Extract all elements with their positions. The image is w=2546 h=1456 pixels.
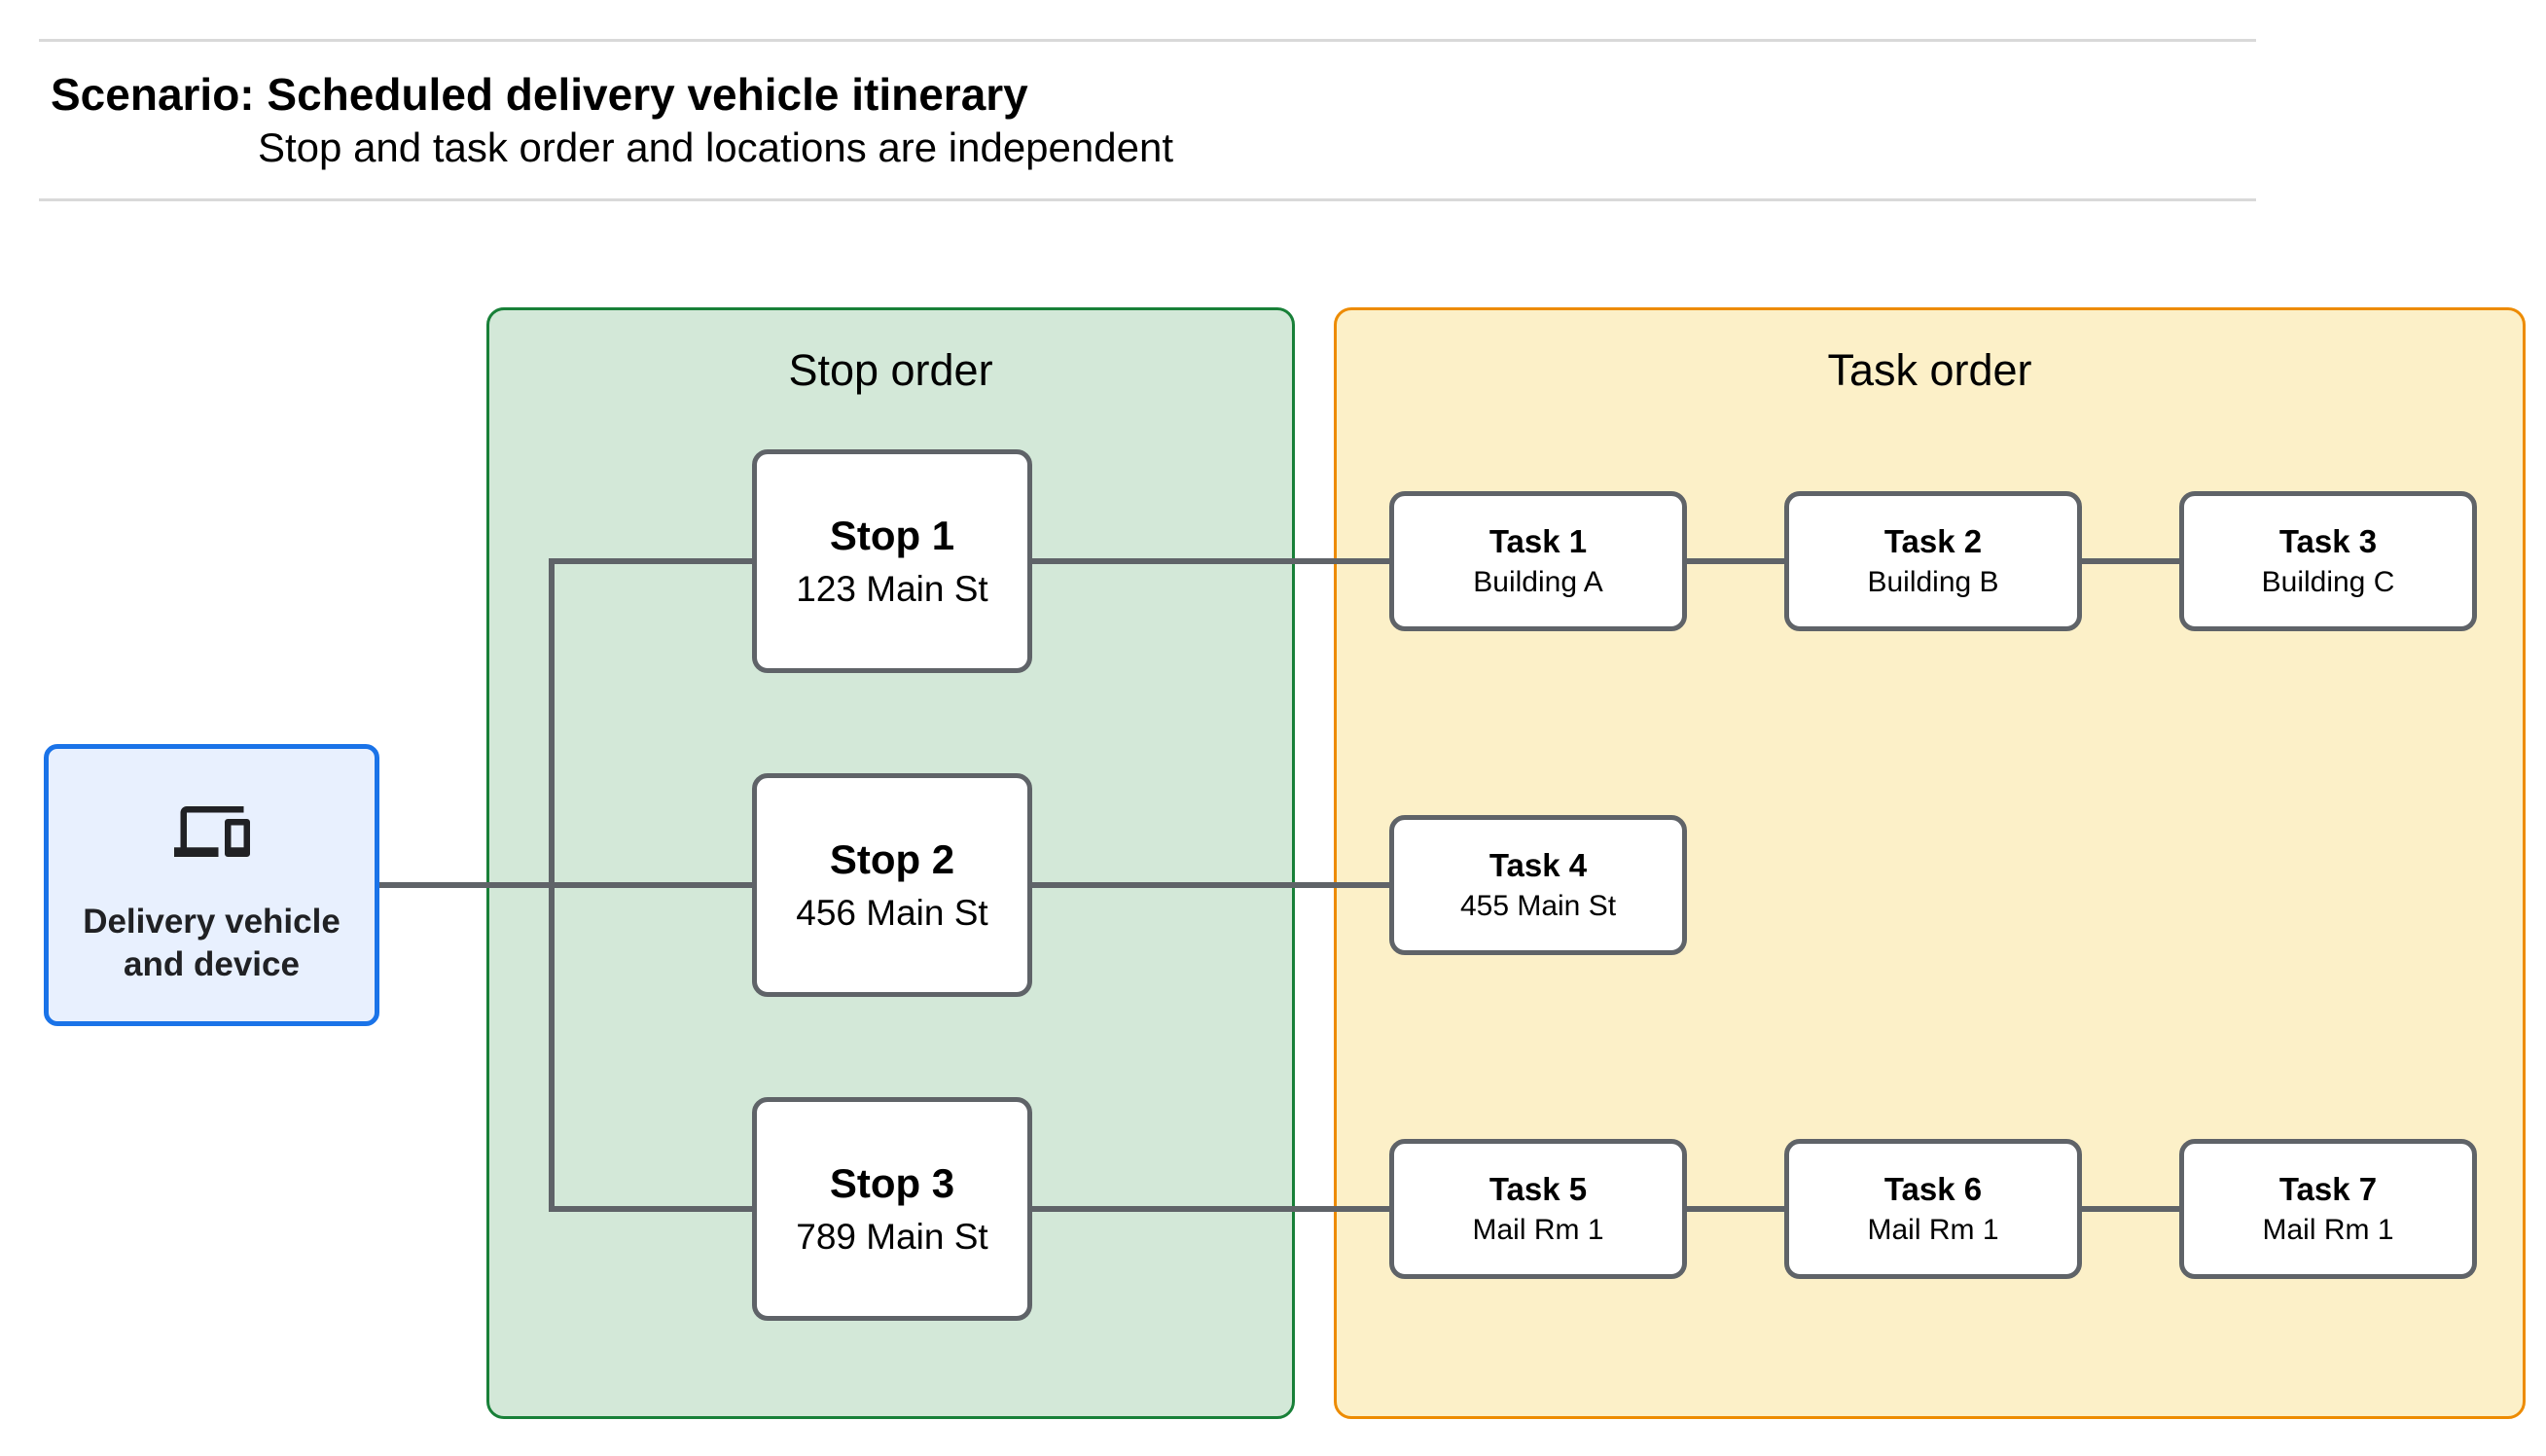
stop-3-address: 789 Main St xyxy=(796,1217,988,1257)
task-1-node: Task 1 Building A xyxy=(1389,491,1687,631)
task-1-title: Task 1 xyxy=(1488,523,1588,559)
task-order-panel: Task order Task 1 Building A Task 2 Buil… xyxy=(1334,307,2526,1419)
task-5-title: Task 5 xyxy=(1488,1171,1588,1207)
stop-order-panel: Stop order Stop 1 123 Main St Stop 2 456… xyxy=(486,307,1295,1419)
task-2-location: Building B xyxy=(1867,566,1999,598)
connector-source-to-stop2 xyxy=(379,882,752,888)
stop-2-node: Stop 2 456 Main St xyxy=(752,773,1032,997)
task-2-title: Task 2 xyxy=(1883,523,1983,559)
connector-task6-task7 xyxy=(2082,1206,2179,1212)
task-5-node: Task 5 Mail Rm 1 xyxy=(1389,1139,1687,1279)
stop-2-title: Stop 2 xyxy=(829,836,955,882)
connector-task5-task6 xyxy=(1687,1206,1784,1212)
connector-stop1-task1 xyxy=(1032,558,1389,564)
delivery-vehicle-node: Delivery vehicle and device xyxy=(44,744,379,1026)
task-6-title: Task 6 xyxy=(1883,1171,1983,1207)
delivery-vehicle-label: Delivery vehicle and device xyxy=(83,903,341,983)
task-4-node: Task 4 455 Main St xyxy=(1389,815,1687,955)
task-6-location: Mail Rm 1 xyxy=(1867,1214,1999,1246)
task-3-location: Building C xyxy=(2261,566,2395,598)
task-2-node: Task 2 Building B xyxy=(1784,491,2082,631)
task-7-title: Task 7 xyxy=(2278,1171,2378,1207)
connector-stop2-task4 xyxy=(1032,882,1389,888)
task-order-panel-title: Task order xyxy=(1827,345,2032,395)
page-title: Scenario: Scheduled delivery vehicle iti… xyxy=(51,69,1028,120)
task-3-title: Task 3 xyxy=(2278,523,2378,559)
stop-3-node: Stop 3 789 Main St xyxy=(752,1097,1032,1321)
page-subtitle: Stop and task order and locations are in… xyxy=(258,124,1174,170)
stop-1-title: Stop 1 xyxy=(829,513,955,558)
task-4-title: Task 4 xyxy=(1488,847,1588,883)
header-divider-top xyxy=(39,39,2256,42)
connector-task2-task3 xyxy=(2082,558,2179,564)
header-divider-bottom xyxy=(39,198,2256,201)
task-4-location: 455 Main St xyxy=(1459,890,1617,922)
stop-1-node: Stop 1 123 Main St xyxy=(752,449,1032,673)
connector-trunk-vertical xyxy=(549,558,555,1212)
stop-3-title: Stop 3 xyxy=(829,1160,955,1206)
task-1-location: Building A xyxy=(1473,566,1603,598)
stop-2-address: 456 Main St xyxy=(796,893,988,933)
task-3-node: Task 3 Building C xyxy=(2179,491,2477,631)
stop-1-address: 123 Main St xyxy=(796,569,988,609)
task-7-node: Task 7 Mail Rm 1 xyxy=(2179,1139,2477,1279)
connector-task1-task2 xyxy=(1687,558,1784,564)
devices-icon xyxy=(173,806,250,857)
task-7-location: Mail Rm 1 xyxy=(2262,1214,2394,1246)
connector-branch-stop1 xyxy=(549,558,752,564)
connector-branch-stop3 xyxy=(549,1206,752,1212)
stop-order-panel-title: Stop order xyxy=(788,345,993,395)
task-5-location: Mail Rm 1 xyxy=(1472,1214,1604,1246)
connector-stop3-task5 xyxy=(1032,1206,1389,1212)
task-6-node: Task 6 Mail Rm 1 xyxy=(1784,1139,2082,1279)
